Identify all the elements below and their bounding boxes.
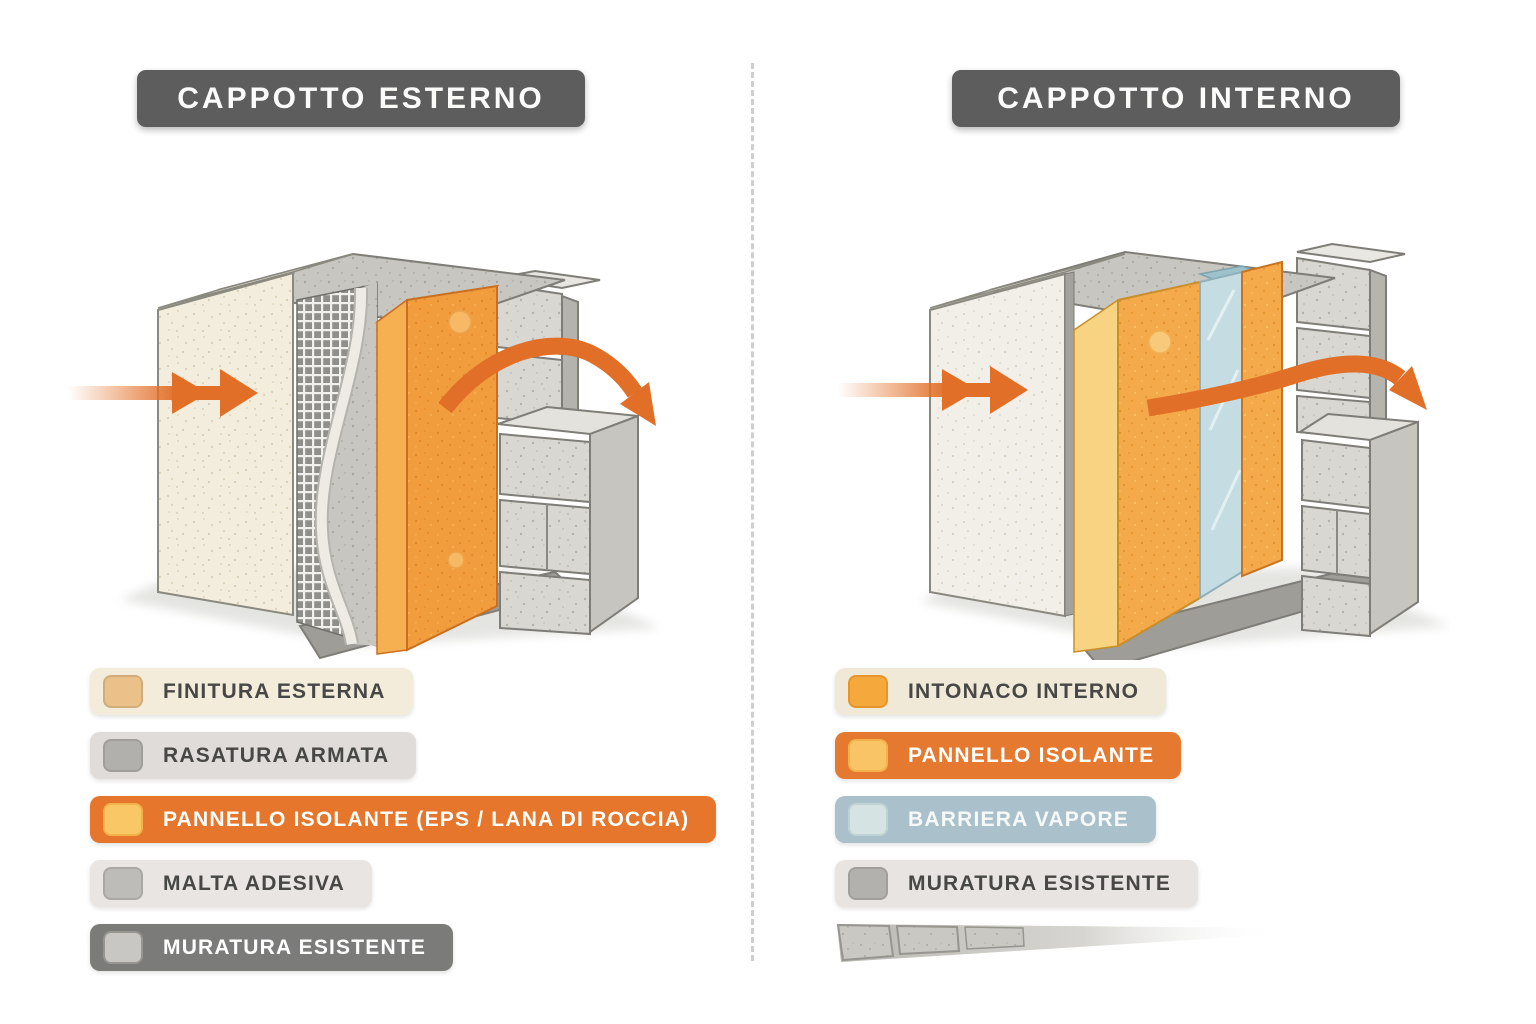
center-divider: [751, 63, 754, 961]
finish-top-face: [157, 253, 354, 309]
rasatura-armata-swatch: [103, 739, 143, 772]
legend-label: FINITURA ESTERNA: [163, 679, 386, 703]
intonaco-interno-swatch: [848, 675, 888, 708]
legend-item-finitura-esterna: FINITURA ESTERNA: [90, 668, 413, 715]
heat-flow-in-arrow: [68, 369, 258, 417]
existing-masonry-layer: [496, 269, 639, 636]
pannello-isolante-swatch: [103, 803, 143, 836]
esterno-wall-illustration: [68, 252, 660, 660]
legend-label: MALTA ADESIVA: [163, 871, 346, 895]
finitura-esterna-layer: [157, 271, 294, 617]
esterno-legend: FINITURA ESTERNA RASATURA ARMATA PANNELL…: [90, 668, 717, 971]
heat-flow-out-arrow: [1146, 355, 1427, 417]
heat-flow-out-arrow: [438, 337, 656, 426]
interno-legend: INTONACO INTERNO PANNELLO ISOLANTE BARRI…: [835, 668, 1199, 907]
legend-label: MURATURA ESISTENTE: [908, 871, 1172, 895]
right-title-banner: CAPPOTTO INTERNO: [952, 70, 1400, 127]
left-title: CAPPOTTO ESTERNO: [177, 81, 545, 115]
left-title-banner: CAPPOTTO ESTERNO: [137, 70, 585, 127]
legend-item-pannello-isolante: PANNELLO ISOLANTE: [835, 732, 1182, 779]
heat-flow-in-arrow: [838, 366, 1028, 414]
legend-label: INTONACO INTERNO: [908, 679, 1140, 703]
legend-item-malta-adesiva: MALTA ADESIVA: [90, 860, 373, 907]
barriera-vapore-layer: [1197, 265, 1267, 600]
muratura-esistente-swatch: [103, 931, 143, 964]
pannello-isolante-layer: [376, 284, 500, 655]
interior-wall-top-face: [929, 253, 1126, 309]
legend-item-pannello-isolante: PANNELLO ISOLANTE (EPS / LANA DI ROCCIA): [90, 796, 717, 843]
adhesive-orange-strip-layer: [1241, 260, 1283, 578]
right-title: CAPPOTTO INTERNO: [997, 81, 1355, 115]
legend-item-rasatura-armata: RASATURA ARMATA: [90, 732, 417, 779]
legend-label: PANNELLO ISOLANTE: [908, 743, 1155, 767]
malta-adesiva-swatch: [103, 867, 143, 900]
existing-masonry-layer: [1296, 242, 1419, 638]
intonaco-interno-layer: [929, 271, 1075, 618]
pannello-isolante-layer: [1073, 280, 1201, 653]
brick-wedge-decoration: [836, 923, 1285, 962]
barriera-vapore-swatch: [848, 803, 888, 836]
legend-label: BARRIERA VAPORE: [908, 807, 1130, 831]
legend-item-muratura-esistente: MURATURA ESISTENTE: [90, 924, 454, 971]
finitura-esterna-swatch: [103, 675, 143, 708]
legend-item-muratura-esistente: MURATURA ESISTENTE: [835, 860, 1199, 907]
legend-item-barriera-vapore: BARRIERA VAPORE: [835, 796, 1157, 843]
legend-label: MURATURA ESISTENTE: [163, 935, 427, 959]
legend-label: RASATURA ARMATA: [163, 743, 390, 767]
malta-adesiva-layer: [314, 282, 377, 646]
legend-label: PANNELLO ISOLANTE (EPS / LANA DI ROCCIA): [163, 807, 690, 831]
muratura-esistente-swatch: [848, 867, 888, 900]
interno-wall-illustration: [838, 242, 1450, 660]
pannello-isolante-swatch: [848, 739, 888, 772]
legend-item-intonaco-interno: INTONACO INTERNO: [835, 668, 1167, 715]
